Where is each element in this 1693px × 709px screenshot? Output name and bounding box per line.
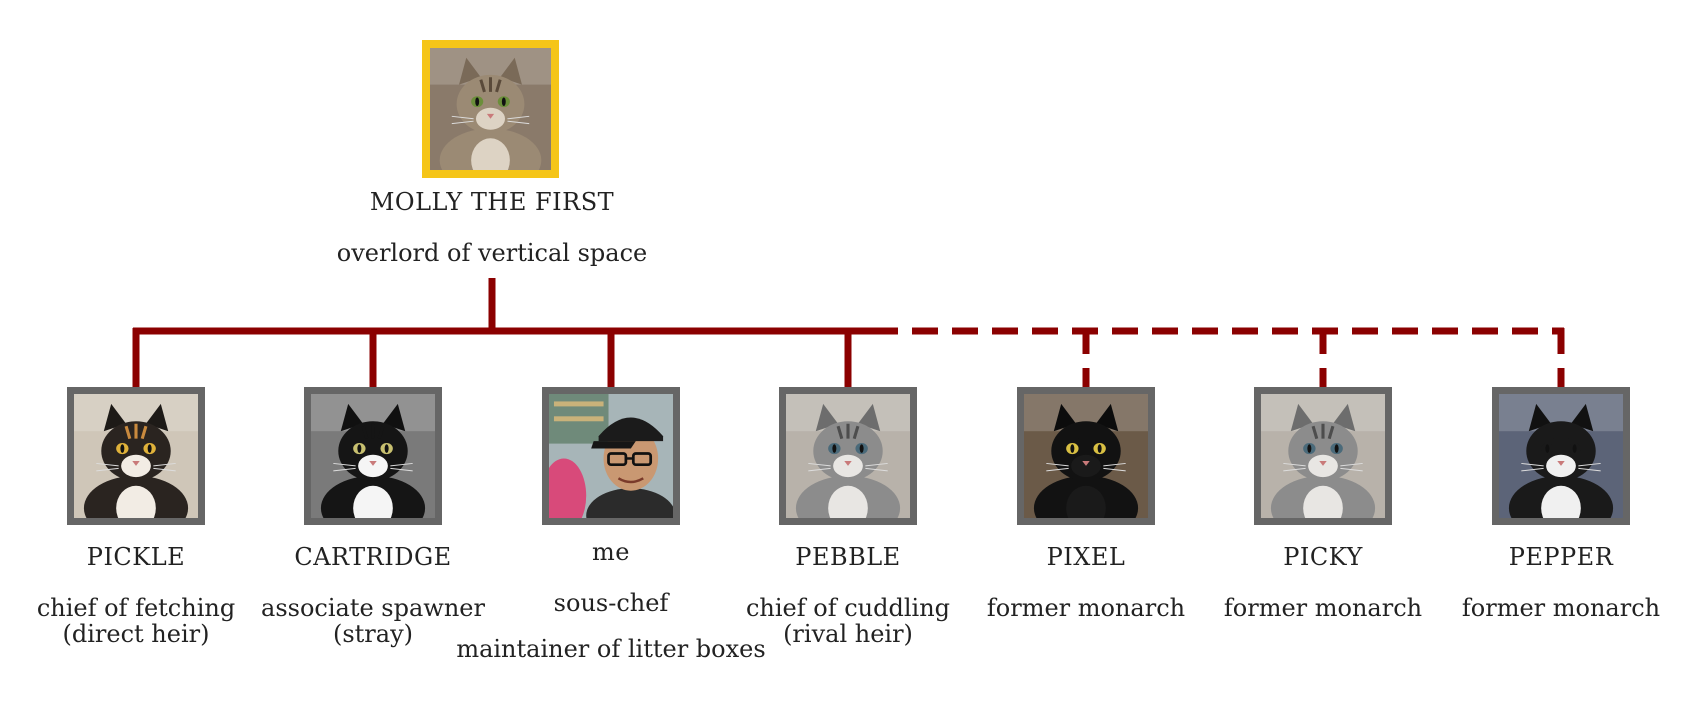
child-me-title: sous-chef maintainer of litter boxes (441, 590, 781, 662)
child-cartridge-title: associate spawner(stray) (203, 595, 543, 647)
child-pebble-name: PEBBLE (795, 543, 901, 571)
child-pickle-title-line: (direct heir) (62, 620, 210, 648)
root-name: MOLLY THE FIRST (369, 188, 615, 216)
person-with-cap-icon (549, 394, 673, 518)
child-pebble-title-line: (rival heir) (783, 620, 913, 648)
child-cartridge-photo (304, 387, 442, 525)
root-title: overlord of vertical space (322, 240, 662, 266)
child-pickle-photo (67, 387, 205, 525)
cat-black-icon (1024, 394, 1148, 518)
child-pixel-title-line: former monarch (986, 594, 1186, 622)
child-pickle-title: chief of fetching(direct heir) (0, 595, 306, 647)
child-pepper-title: former monarch (1391, 595, 1693, 621)
child-pickle-title-line: chief of fetching (36, 594, 236, 622)
child-cartridge-name: CARTRIDGE (294, 543, 452, 571)
child-picky-title: former monarch (1153, 595, 1493, 621)
child-pebble-title-line: chief of cuddling (745, 594, 951, 622)
child-pixel-title: former monarch (916, 595, 1256, 621)
child-me-photo (542, 387, 680, 525)
child-picky-title-line: former monarch (1223, 594, 1423, 622)
child-pebble-photo (779, 387, 917, 525)
root-title-line: overlord of vertical space (336, 239, 648, 267)
kitten-tabby-icon (1261, 394, 1385, 518)
root-photo (422, 40, 559, 178)
child-me-name: me (592, 538, 630, 566)
child-pebble-title: chief of cuddling(rival heir) (678, 595, 1018, 647)
child-pixel-photo (1017, 387, 1155, 525)
kitten-black-icon (1499, 394, 1623, 518)
cat-calico-icon (74, 394, 198, 518)
child-pepper-title-line: former monarch (1461, 594, 1661, 622)
child-me-title-line: sous-chef (553, 589, 669, 617)
cat-tabby-icon (430, 48, 551, 170)
child-cartridge-title-line: associate spawner (261, 594, 485, 622)
child-me-title-line: maintainer of litter boxes (456, 635, 766, 663)
child-pixel-name: PIXEL (1046, 543, 1126, 571)
child-pepper-photo (1492, 387, 1630, 525)
kitten-tabby-icon (786, 394, 910, 518)
child-picky-photo (1254, 387, 1392, 525)
child-pepper-name: PEPPER (1508, 543, 1614, 571)
child-pickle-name: PICKLE (86, 543, 186, 571)
child-cartridge-title-line: (stray) (332, 620, 414, 648)
cat-tuxedo-icon (311, 394, 435, 518)
child-picky-name: PICKY (1283, 543, 1363, 571)
